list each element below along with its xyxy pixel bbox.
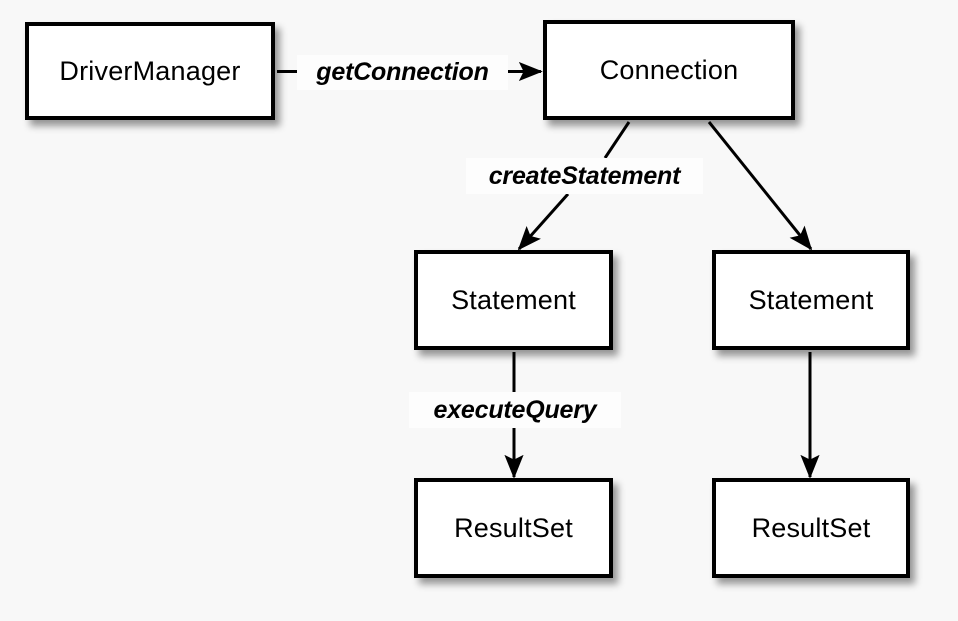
edge-label-get-connection: getConnection	[297, 55, 508, 90]
node-label-statement-right: Statement	[748, 284, 874, 315]
node-driver-manager[interactable]: DriverManager	[25, 22, 275, 120]
node-statement-left[interactable]: Statement	[414, 250, 613, 350]
node-label-driver-manager: DriverManager	[59, 55, 241, 86]
edge-label-text-create-statement: createStatement	[488, 161, 681, 190]
node-label-connection: Connection	[599, 54, 739, 85]
node-label-resultset-right: ResultSet	[751, 512, 871, 543]
edge-label-text-execute-query: executeQuery	[433, 395, 597, 424]
node-label-statement-left: Statement	[451, 284, 576, 315]
node-label-resultset-left: ResultSet	[454, 512, 573, 543]
edge-label-execute-query: executeQuery	[409, 392, 621, 428]
edge-label-text-get-connection: getConnection	[316, 58, 489, 86]
edge-label-create-statement: createStatement	[466, 158, 703, 194]
node-resultset-right[interactable]: ResultSet	[712, 478, 910, 578]
node-connection[interactable]: Connection	[543, 20, 795, 120]
node-resultset-left[interactable]: ResultSet	[414, 478, 613, 578]
edge-line-create-statement-upper	[603, 121, 631, 159]
edge-line-create-statement-right	[707, 121, 813, 251]
edge-line-create-statement-lower	[517, 193, 570, 251]
node-statement-right[interactable]: Statement	[712, 250, 910, 350]
